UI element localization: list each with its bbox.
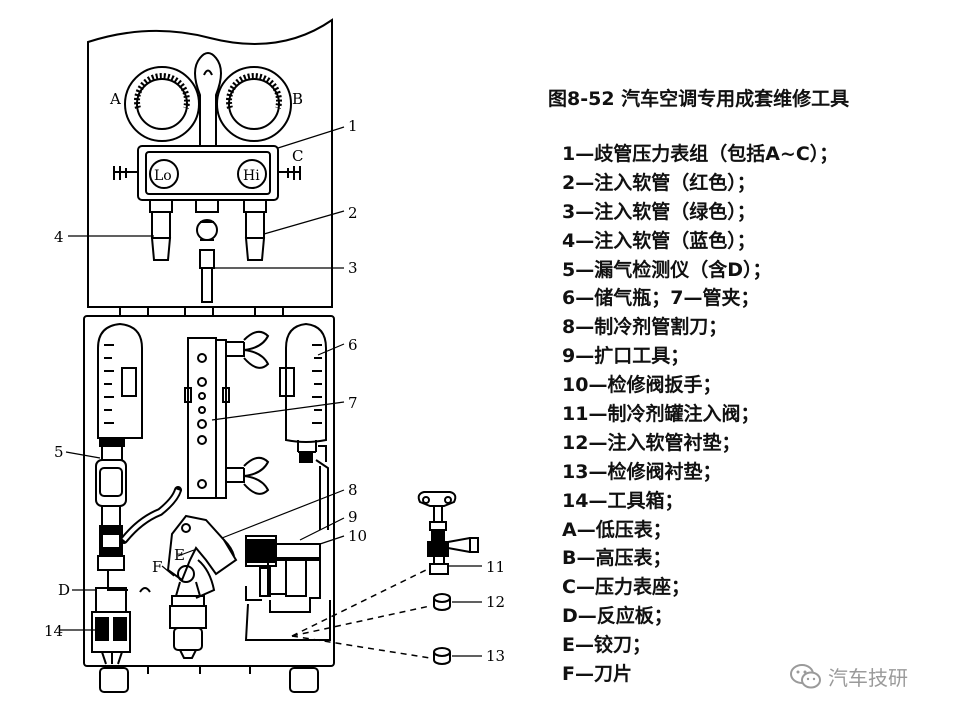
flaring-tool bbox=[244, 535, 331, 641]
valve-gasket bbox=[433, 647, 451, 665]
legend-item: 14—工具箱； bbox=[562, 489, 684, 512]
toolbox-lid bbox=[87, 18, 333, 308]
label-3: 3 bbox=[348, 259, 358, 277]
legend-item: C—压力表座； bbox=[562, 576, 690, 599]
label-14: 14 bbox=[44, 622, 63, 640]
label-gauge-high: B bbox=[292, 90, 303, 108]
figure-title: 图8-52 汽车空调专用成套维修工具 bbox=[548, 88, 850, 110]
label-reaction-plate: D bbox=[58, 581, 70, 599]
watermark: 汽车技研 bbox=[790, 662, 908, 691]
legend-item: F—刀片 bbox=[562, 663, 632, 686]
legend-item: 9—扩口工具； bbox=[562, 345, 690, 368]
label-2: 2 bbox=[348, 204, 358, 222]
label-7: 7 bbox=[348, 394, 358, 412]
label-lo-knob: Lo bbox=[154, 168, 172, 184]
manifold-gauge-set bbox=[113, 52, 301, 303]
legend-item: D—反应板； bbox=[562, 605, 673, 628]
label-12: 12 bbox=[486, 593, 505, 611]
legend-item: 1—歧管压力表组（包括A~C）； bbox=[562, 143, 839, 165]
legend-item: E—铰刀； bbox=[562, 634, 651, 657]
toolbox-foot bbox=[289, 667, 319, 693]
reaction-plate bbox=[95, 587, 127, 613]
hose-gasket bbox=[433, 593, 451, 611]
label-1: 1 bbox=[348, 117, 358, 135]
wechat-icon bbox=[790, 663, 821, 688]
pipe-clamp bbox=[184, 330, 270, 499]
legend-item: 6—储气瓶；7—管夹； bbox=[562, 287, 760, 310]
legend-item: A—低压表； bbox=[562, 518, 672, 541]
toolbox-foot bbox=[99, 667, 129, 693]
charge-hose-red bbox=[245, 211, 265, 239]
legend-item: 11—制冷剂罐注入阀； bbox=[562, 403, 760, 426]
label-11: 11 bbox=[486, 558, 505, 576]
legend-item: 8—制冷剂管割刀； bbox=[562, 316, 728, 339]
figure-legend: 1—歧管压力表组（包括A~C）； 2—注入软管（红色）； 3—注入软管（绿色）；… bbox=[562, 140, 838, 689]
label-5: 5 bbox=[54, 443, 64, 461]
label-manifold-base: C bbox=[292, 147, 303, 165]
label-9: 9 bbox=[348, 508, 358, 526]
legend-item: 13—检修阀衬垫； bbox=[562, 460, 722, 483]
legend-item: 5—漏气检测仪（含D）； bbox=[562, 258, 772, 281]
charge-hose-blue bbox=[151, 211, 171, 239]
refrigerant-can-tap-valve bbox=[417, 491, 479, 575]
label-13: 13 bbox=[486, 647, 505, 665]
refrigerant-pipe-cutter bbox=[166, 514, 238, 659]
legend-item: B—高压表； bbox=[562, 547, 672, 570]
legend-item: 3—注入软管（绿色）； bbox=[562, 200, 756, 223]
label-hi-knob: Hi bbox=[243, 168, 260, 184]
legend-item: 2—注入软管（红色）； bbox=[562, 171, 756, 194]
leak-detector-cylinder bbox=[97, 322, 143, 439]
watermark-text: 汽车技研 bbox=[828, 666, 908, 690]
legend-item: 10—检修阀扳手； bbox=[562, 374, 722, 397]
label-blade: F bbox=[152, 558, 162, 576]
charge-hose-green bbox=[199, 249, 215, 269]
label-gauge-low: A bbox=[109, 90, 121, 108]
storage-cylinder bbox=[279, 322, 329, 530]
label-4: 4 bbox=[54, 228, 64, 246]
label-reamer: E bbox=[174, 546, 185, 564]
legend-item: 12—注入软管衬垫； bbox=[562, 431, 741, 454]
label-6: 6 bbox=[348, 336, 358, 354]
legend-item: 4—注入软管（蓝色）； bbox=[562, 229, 756, 252]
label-10: 10 bbox=[348, 527, 367, 545]
label-8: 8 bbox=[348, 481, 358, 499]
